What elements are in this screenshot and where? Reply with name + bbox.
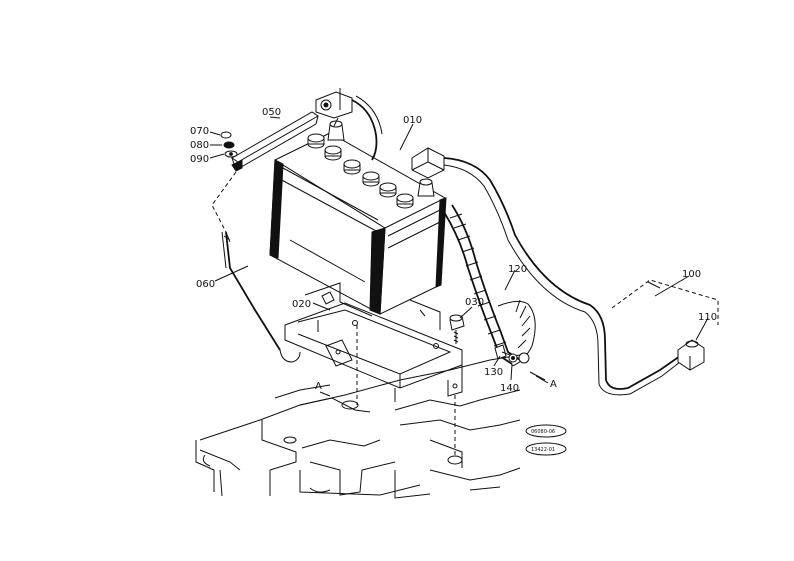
ground-bolt [494,344,519,363]
callout-a-right: A [550,379,557,390]
cable-dashed-group [611,279,719,325]
negative-clamp [315,88,383,161]
label-130: 130 [484,367,503,378]
bolt-030 [449,314,465,344]
callout-a-left: A [315,381,322,392]
battery-terminals [327,120,435,197]
reference-stamps: 06080-06 13422-01 [525,424,567,456]
chassis-frame [195,354,521,499]
label-010: 010 [403,115,422,126]
label-030: 030 [465,297,484,308]
label-060: 060 [196,279,215,290]
battery [269,120,447,315]
battery-tray [284,282,463,402]
label-120: 120 [508,264,527,275]
label-070: 070 [190,126,209,137]
label-020: 020 [292,299,311,310]
ground-strap [443,204,546,381]
leader-lines [209,116,709,381]
hold-down-rod [211,171,301,363]
stamp-2: 13422-01 [531,447,555,453]
battery-cell-caps [307,133,414,209]
label-100: 100 [682,269,701,280]
hardware-stack [220,131,238,158]
alignment-lines [356,325,456,455]
label-090: 090 [190,154,209,165]
stamp-1: 06080-06 [531,429,555,435]
battery-holder-bar [231,111,319,172]
part-labels: 010 020 030 050 060 070 080 090 100 110 … [190,107,717,397]
positive-cable [411,147,705,396]
label-140: 140 [500,383,519,394]
label-110: 110 [698,312,717,323]
label-080: 080 [190,140,209,151]
label-050: 050 [262,107,281,118]
